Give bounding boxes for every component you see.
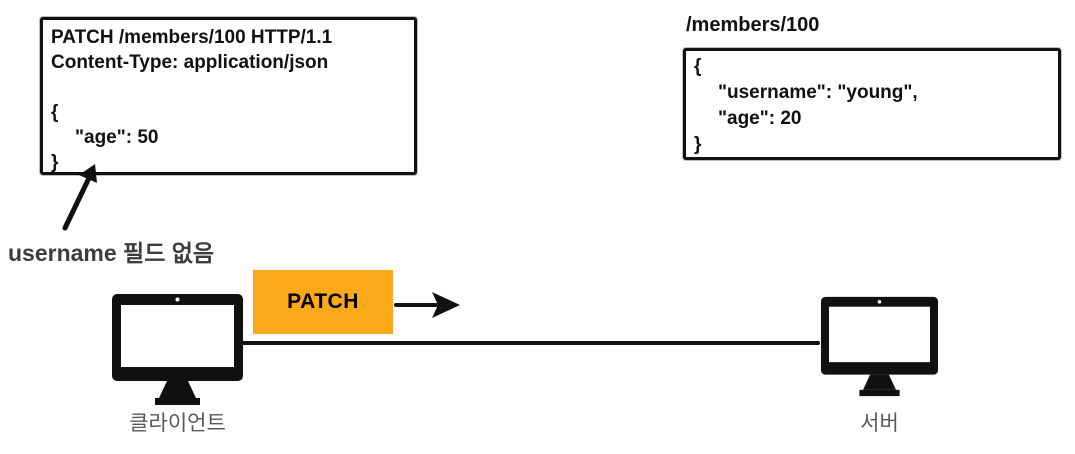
resource-state-box: { "username": "young", "age": 20 }: [683, 48, 1061, 160]
method-box: PATCH: [253, 270, 393, 334]
arrow-right-icon: [394, 292, 460, 318]
blank-line: [51, 75, 406, 100]
client-monitor-icon: [112, 294, 243, 405]
client-label: 클라이언트: [129, 412, 226, 435]
http-request-box: PATCH /members/100 HTTP/1.1 Content-Type…: [40, 17, 417, 175]
connection-line: [237, 341, 820, 345]
json-close-brace: }: [694, 134, 702, 155]
server-label: 서버: [860, 412, 899, 435]
method-label: PATCH: [287, 290, 359, 313]
json-open-brace: {: [694, 56, 702, 77]
json-open-brace: {: [51, 102, 59, 123]
json-age-field: "age": 20: [718, 108, 802, 129]
json-username-field: "username": "young",: [718, 82, 918, 103]
content-type-header: Content-Type: application/json: [51, 52, 329, 73]
json-age-field: "age": 50: [75, 127, 159, 148]
json-close-brace: }: [51, 152, 59, 173]
resource-path-label: /members/100: [686, 14, 820, 36]
arrow-up-right-icon: [62, 164, 97, 231]
server-monitor-icon: [820, 296, 939, 397]
annotation-no-username: username 필드 없음: [8, 240, 215, 266]
request-line: PATCH /members/100 HTTP/1.1: [51, 27, 333, 48]
